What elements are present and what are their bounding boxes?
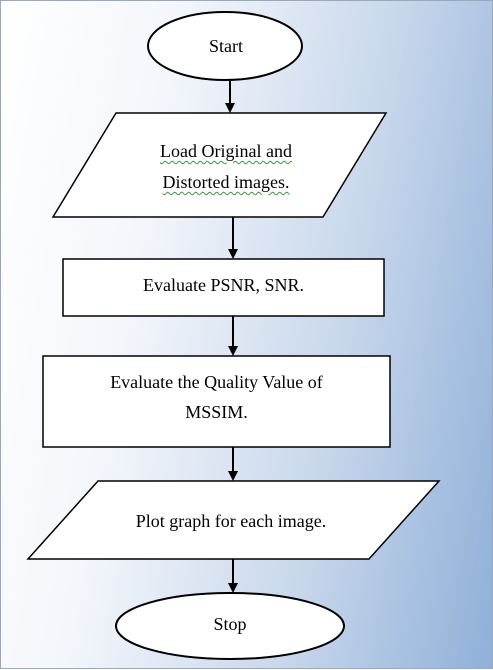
stop-label: Stop xyxy=(151,609,309,639)
evaluate-psnr-text: Evaluate PSNR, SNR. xyxy=(142,275,304,295)
start-text: Start xyxy=(209,36,243,56)
start-terminal xyxy=(147,11,303,81)
evaluate-quality-label: Evaluate the Quality Value of MSSIM. xyxy=(43,367,390,427)
evaluate-quality-process xyxy=(42,355,391,448)
stop-text: Stop xyxy=(213,614,247,634)
load-line-2: Distorted images. xyxy=(162,172,290,192)
evaluate-psnr-process xyxy=(62,258,385,317)
stop-terminal xyxy=(115,592,345,660)
plot-graph-io xyxy=(26,480,441,560)
load-line-1: Load Original and xyxy=(160,141,292,161)
load-images-io xyxy=(51,112,388,218)
evaluate-psnr-label: Evaluate PSNR, SNR. xyxy=(63,270,384,300)
load-images-label: Load Original and Distorted images. xyxy=(101,136,351,198)
evaluate-quality-line-2: MSSIM. xyxy=(185,402,248,422)
start-label: Start xyxy=(151,31,301,61)
plot-graph-label: Plot graph for each image. xyxy=(61,506,401,536)
evaluate-quality-line-1: Evaluate the Quality Value of xyxy=(110,372,323,392)
plot-graph-text: Plot graph for each image. xyxy=(135,511,327,531)
